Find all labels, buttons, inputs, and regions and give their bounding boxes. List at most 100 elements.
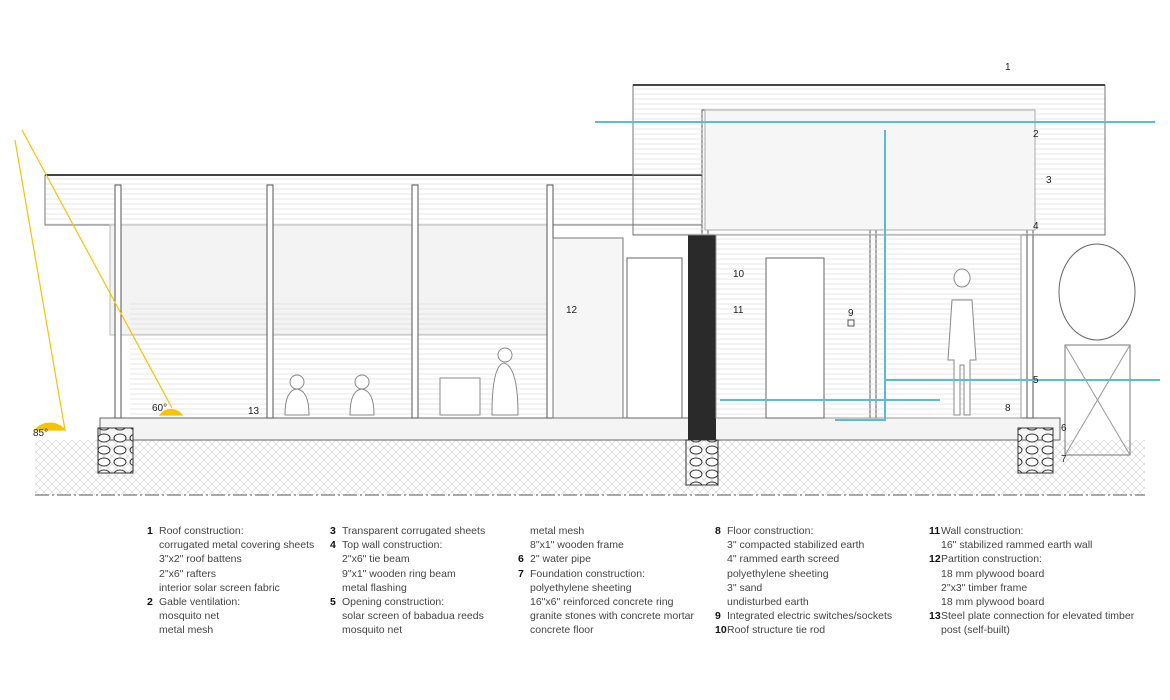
timber-post	[546, 184, 554, 419]
legend-line: Transparent corrugated sheets	[342, 525, 486, 537]
legend-line: Roof construction:	[159, 525, 244, 537]
rammed-earth-wall	[688, 235, 716, 440]
timber-post	[266, 184, 274, 419]
tank-stand	[1064, 344, 1131, 456]
foundation-left	[97, 427, 134, 474]
callout-2: 2	[1033, 129, 1039, 140]
legend-line: Partition construction:	[941, 553, 1042, 566]
legend-number: 11	[929, 525, 941, 537]
legend-line: Floor construction:	[727, 525, 814, 537]
legend-line: Roof structure tie rod	[727, 624, 826, 637]
legend-line: polyethylene sheeting	[530, 581, 632, 594]
callout-1: 1	[1005, 62, 1011, 73]
legend-line: Top wall construction:	[342, 539, 443, 552]
floor-slab	[99, 417, 1061, 441]
legend-line: Integrated electric switches/sockets	[727, 610, 893, 623]
main-room-wall	[715, 234, 1022, 419]
legend-line: 3"x2" roof battens	[159, 553, 242, 566]
timber-post	[114, 184, 122, 419]
callout-11: 11	[733, 305, 744, 316]
legend-item-5: 5 Opening construction:solar screen of ba…	[330, 595, 485, 638]
seated-people	[284, 347, 519, 416]
callout-5: 5	[1033, 375, 1039, 386]
legend-line: granite stones with concrete mortar	[530, 610, 694, 623]
switch-socket	[847, 319, 855, 327]
partition-plywood	[552, 237, 624, 419]
legend-line: 4" rammed earth screed	[727, 553, 840, 566]
ground	[35, 440, 1145, 495]
legend-line: 2" water pipe	[530, 553, 591, 566]
legend-line: polyethylene sheeting	[727, 567, 829, 580]
callout-4: 4	[1033, 221, 1039, 232]
legend-number: 5	[330, 596, 336, 609]
legend-line: Steel plate connection for elevated timb…	[941, 610, 1135, 623]
legend-number: 13	[929, 610, 941, 623]
legend-line: 2"x6" rafters	[159, 567, 217, 580]
legend-line: 2"x6" tie beam	[342, 553, 410, 566]
legend-line: metal flashing	[342, 581, 407, 594]
foundation-right	[1017, 427, 1054, 474]
legend-item-3: 3 Transparent corrugated sheets	[330, 524, 485, 538]
transparent-sheets	[704, 109, 1036, 231]
legend-number: 8	[715, 525, 721, 537]
callout-3: 3	[1046, 175, 1052, 186]
legend-line: 16" stabilized rammed earth wall	[941, 539, 1093, 552]
sun-angle-label: 60°	[152, 403, 167, 414]
legend-line: solar screen of babadua reeds	[342, 610, 484, 623]
legend-line: 16"x6" reinforced concrete ring	[530, 596, 674, 609]
legend-line: Wall construction:	[941, 525, 1024, 537]
legend-line: 2"x3" timber frame	[941, 581, 1028, 594]
legend-line: mosquito net	[342, 624, 403, 637]
legend-line: 8"x1" wooden frame	[530, 539, 624, 552]
legend-line: mosquito net	[159, 610, 220, 623]
sun-angle-label: 85°	[33, 428, 48, 439]
legend-number: 10	[715, 624, 727, 637]
legend-number: 2	[147, 596, 153, 609]
legend-line: Opening construction:	[342, 596, 445, 609]
airflow-arrows	[595, 121, 1160, 421]
legend-line: interior solar screen fabric	[159, 581, 280, 594]
legend-line: 9"x1" wooden ring beam	[342, 567, 456, 580]
legend-column-3: metal mesh 8"x1" wooden frame 6 2" water pi…	[518, 524, 694, 638]
callout-10: 10	[733, 269, 745, 280]
foundation-middle	[685, 439, 719, 486]
legend-line: Gable ventilation:	[159, 596, 241, 609]
sun-rays	[14, 129, 184, 431]
legend-line: concrete floor	[530, 624, 594, 637]
legend-item-6: 6 2" water pipe	[518, 552, 694, 566]
callout-9: 9	[848, 308, 854, 319]
person-silhouette	[947, 268, 977, 416]
legend-number: 6	[518, 553, 524, 566]
legend-line: undisturbed earth	[727, 596, 809, 609]
low-roof-frame	[44, 174, 706, 226]
legend-line: metal mesh	[530, 525, 585, 537]
legend-item-9: 9 Integrated electric switches/sockets	[715, 609, 892, 623]
legend-number: 12	[929, 553, 941, 566]
legend-column-2: 3 Transparent corrugated sheets 4 Top wall …	[330, 524, 485, 638]
callout-6: 6	[1061, 423, 1067, 434]
door-right	[765, 257, 825, 419]
timber-post	[411, 184, 419, 419]
legend-number: 4	[330, 539, 336, 552]
legend-number: 9	[715, 610, 721, 623]
legend-line: 18 mm plywood board	[941, 596, 1045, 609]
water-tank	[1058, 243, 1136, 341]
legend-line: post (self-built)	[941, 624, 1010, 637]
legend-number: 1	[147, 525, 153, 537]
door-left	[626, 257, 683, 419]
callout-8: 8	[1005, 403, 1011, 414]
legend-number: 3	[330, 525, 336, 537]
